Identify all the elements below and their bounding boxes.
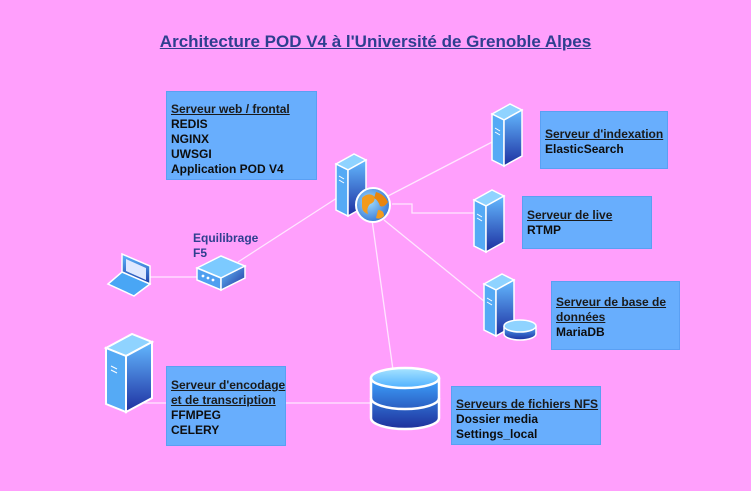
database-server-icon xyxy=(482,273,537,341)
live-server-box: Serveur de live RTMP xyxy=(522,196,652,249)
load-balancer-label: Equilibrage F5 xyxy=(193,231,259,260)
diagram-title: Architecture POD V4 à l'Université de Gr… xyxy=(159,32,592,51)
nfs-storage-icon xyxy=(369,366,441,431)
index-server-box: Serveur d'indexation ElasticSearch xyxy=(540,111,668,169)
wire-lb-web xyxy=(237,195,341,263)
wire-web-db xyxy=(383,219,491,307)
wire-web-live xyxy=(392,203,475,214)
database-server-box: Serveur de base de données MariaDB xyxy=(551,281,680,350)
encoding-server-icon xyxy=(103,332,155,414)
nfs-server-box: Serveurs de fichiers NFS Dossier media S… xyxy=(451,386,601,445)
wire-web-index xyxy=(387,139,497,197)
web-server-icon xyxy=(334,153,391,223)
live-server-icon xyxy=(472,189,506,254)
wire-web-nfs xyxy=(371,219,394,371)
laptop-icon xyxy=(106,252,152,297)
index-server-icon xyxy=(490,103,524,168)
load-balancer-icon xyxy=(195,255,247,292)
web-server-box: Serveur web / frontal REDIS NGINX UWSGI … xyxy=(166,91,317,180)
encoding-server-box: Serveur d'encodage et de transcription F… xyxy=(166,366,286,446)
